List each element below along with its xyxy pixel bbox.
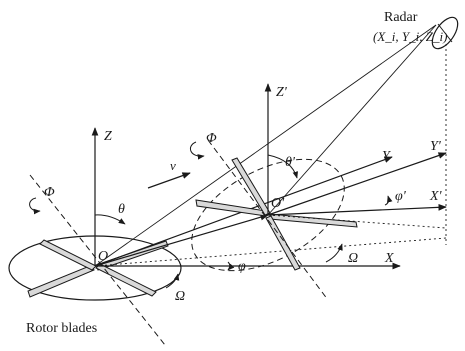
left-blade-1 [27, 264, 95, 298]
origin-o-label: O [98, 249, 108, 264]
y-axis-label: Y [382, 149, 392, 164]
axes-from-left-origin [94, 24, 447, 270]
origin-o-prime-label: O' [271, 196, 285, 211]
radar-label: Radar [384, 10, 418, 25]
left-theta-arc [94, 214, 126, 225]
omega-label-right: Ω [348, 251, 358, 266]
right-omega-arrow [325, 243, 343, 263]
x-prime-axis-label: X' [429, 189, 443, 204]
omega-label-left: Ω [175, 289, 185, 304]
right-phi-rotation-arrow [189, 141, 205, 160]
dotted-projection-left [94, 237, 447, 267]
radar-antenna [431, 16, 459, 50]
phi-rotation-label-left: Φ [44, 185, 55, 200]
line-o-prime-to-radar [267, 24, 437, 216]
right-theta-prime-arc [267, 154, 299, 179]
right-x-prime-axis [267, 203, 447, 216]
radar-coords-label: (X_i, Y_i, Z_i) [373, 29, 447, 44]
left-omega-arrow [165, 273, 180, 289]
theta-prime-label: θ' [285, 155, 296, 170]
z-axis-label: Z [104, 129, 112, 144]
radar-dish [431, 16, 459, 50]
right-rotor-group [189, 24, 447, 301]
phi-prime-label: φ' [395, 189, 407, 204]
right-rotation-axis [207, 139, 329, 301]
left-rotation-axis [29, 174, 166, 346]
rotor-blades-label: Rotor blades [26, 321, 97, 336]
left-phi-rotation-arrow [29, 197, 41, 215]
radar-dish-rib [437, 23, 453, 43]
velocity-label: v [170, 158, 176, 173]
right-blade-4 [265, 215, 301, 271]
right-phi-prime-arc [384, 195, 393, 206]
x-axis-label: X [384, 251, 394, 266]
line-to-right-origin [94, 213, 269, 267]
velocity-arrow [147, 172, 191, 189]
left-blade-3 [39, 239, 97, 271]
theta-label: θ [118, 202, 125, 217]
phi-label: φ [238, 259, 246, 274]
line-o-to-radar [94, 24, 437, 267]
y-prime-axis-label: Y' [430, 139, 442, 154]
z-prime-axis-label: Z' [276, 85, 288, 100]
right-blade-1 [195, 199, 267, 217]
phi-rotation-label-right: Φ [206, 131, 217, 146]
right-y-prime-axis [267, 152, 447, 216]
